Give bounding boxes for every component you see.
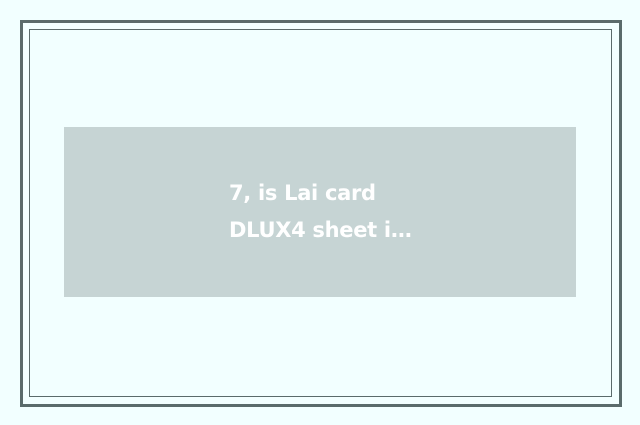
- card-caption-line-1: 7, is Lai card: [229, 181, 376, 205]
- outer-frame-border: [20, 20, 622, 407]
- card-caption: 7, is Lai card DLUX4 sheet i…: [229, 175, 419, 249]
- inner-frame-border: [29, 29, 612, 397]
- placeholder-card: 7, is Lai card DLUX4 sheet i…: [64, 127, 576, 297]
- card-caption-line-2: DLUX4 sheet i…: [229, 218, 412, 242]
